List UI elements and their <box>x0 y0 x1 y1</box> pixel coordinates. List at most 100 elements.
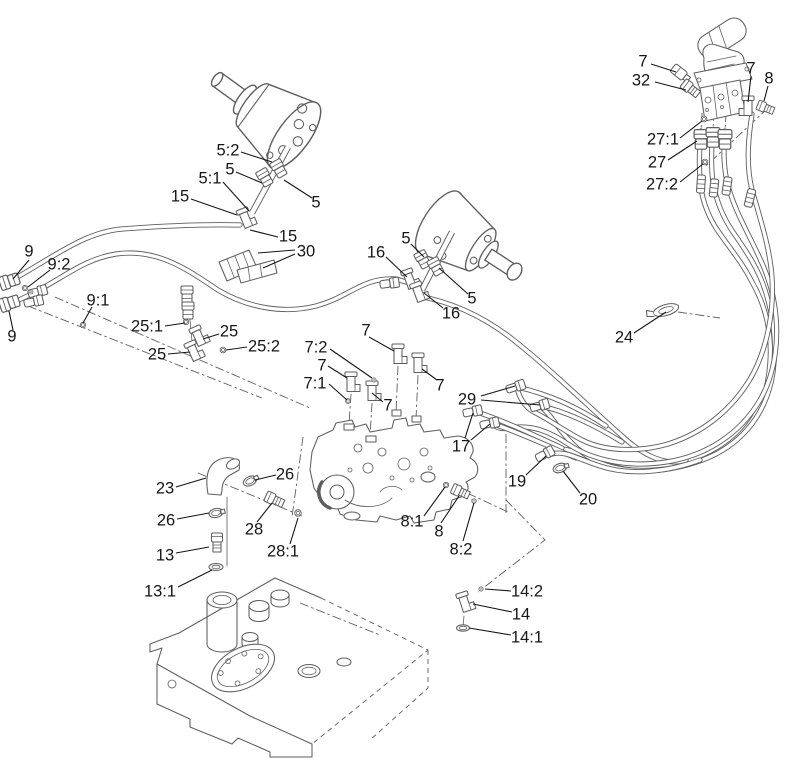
callout-27-1: 27:1 <box>647 130 679 148</box>
hydraulic-tank <box>149 577 429 758</box>
callout-15: 15 <box>279 227 297 245</box>
callout-16: 16 <box>367 243 385 261</box>
callout-25-1: 25:1 <box>131 317 163 335</box>
callout-27-2: 27:2 <box>646 175 678 193</box>
leader-line <box>12 259 30 280</box>
callout-8: 8 <box>434 522 443 540</box>
callout-8-2: 8:2 <box>450 540 473 558</box>
callout-7: 7 <box>383 396 392 414</box>
callout-7: 7 <box>361 321 370 339</box>
callout-9: 9 <box>7 327 16 345</box>
leader-line <box>763 85 769 102</box>
left-hose-fittings <box>0 270 87 329</box>
callout-7: 7 <box>746 59 755 77</box>
suction-fitting-group <box>206 457 302 572</box>
callout-16: 16 <box>442 304 460 322</box>
leader-line <box>462 502 475 542</box>
leader-line <box>82 306 93 324</box>
leader-line <box>423 486 446 517</box>
callout-14-1: 14:1 <box>511 628 543 646</box>
leader-line <box>650 63 677 73</box>
leader-line <box>464 412 474 439</box>
callout-28-1: 28:1 <box>267 542 299 560</box>
callout-5: 5 <box>401 229 410 247</box>
callout-25: 25 <box>220 322 238 340</box>
leader-line <box>225 346 248 351</box>
leader-line <box>410 243 425 258</box>
leader-line <box>177 569 213 588</box>
leader-line <box>667 140 698 161</box>
leader-line <box>480 399 541 406</box>
callout-19: 19 <box>508 472 526 490</box>
hose-clamp-pair <box>218 249 278 284</box>
leader-line <box>654 81 687 91</box>
leader-line <box>262 253 296 269</box>
leader-line <box>256 502 273 523</box>
leader-line <box>240 151 273 163</box>
callout-24: 24 <box>615 328 633 346</box>
motor-right-tube <box>378 230 455 304</box>
callout-5-1: 5:1 <box>199 169 222 187</box>
leader-line <box>164 322 186 327</box>
leader-line <box>175 477 207 488</box>
callout-5: 5 <box>467 289 476 307</box>
callout-5: 5 <box>225 160 234 178</box>
hydrostatic-pump <box>309 343 479 524</box>
leader-line <box>421 368 438 381</box>
callout-7-1: 7:1 <box>304 374 327 392</box>
leader-line <box>371 392 384 403</box>
control-valve <box>670 17 776 209</box>
leader-line <box>679 120 703 139</box>
leader-line <box>472 603 513 613</box>
leader-line <box>525 455 547 476</box>
callout-9-2: 9:2 <box>48 255 71 273</box>
leader-line <box>222 181 250 212</box>
leader-line <box>329 348 373 379</box>
motor-left-tube <box>235 145 291 230</box>
callout-30: 30 <box>297 242 315 260</box>
leader-line <box>440 495 460 524</box>
leader-line <box>249 229 279 238</box>
callout-25-2: 25:2 <box>248 337 280 355</box>
callout-9-1: 9:1 <box>87 291 110 309</box>
leader-line <box>679 163 704 183</box>
callout-28: 28 <box>245 520 263 538</box>
leader-line <box>202 333 220 340</box>
callout-7: 7 <box>435 376 444 394</box>
leader-line <box>438 267 469 295</box>
leader-line <box>289 517 299 545</box>
callout-26: 26 <box>276 465 294 483</box>
callout-17: 17 <box>452 437 470 455</box>
callout-13: 13 <box>156 546 174 564</box>
callout-8-1: 8:1 <box>401 512 424 530</box>
leader-line <box>176 512 210 520</box>
callout-7-2: 7:2 <box>305 338 328 356</box>
leader-line <box>327 365 348 379</box>
callout-5-2: 5:2 <box>217 141 240 159</box>
callout-27: 27 <box>648 153 666 171</box>
callout-14: 14 <box>512 605 530 623</box>
callout-14-2: 14:2 <box>511 582 543 600</box>
leader-line <box>328 383 348 401</box>
callout-7: 7 <box>317 356 326 374</box>
leader-line <box>385 256 408 278</box>
leader-line <box>8 310 14 331</box>
callout-13-1: 13:1 <box>144 582 176 600</box>
cable-clip-24 <box>645 303 680 317</box>
leader-line <box>484 588 512 592</box>
callout-7: 7 <box>638 52 647 70</box>
leader-line <box>468 627 512 636</box>
leader-line <box>257 249 296 254</box>
leader-line <box>368 336 395 352</box>
callout-5: 5 <box>311 193 320 211</box>
fitting-chain-14 <box>455 586 484 632</box>
leader-line <box>235 171 263 184</box>
callout-9: 9 <box>24 242 33 260</box>
leader-line <box>470 423 491 441</box>
leader-line <box>254 474 277 481</box>
leader-line <box>633 311 667 334</box>
callout-20: 20 <box>579 490 597 508</box>
leader-line <box>747 75 752 103</box>
